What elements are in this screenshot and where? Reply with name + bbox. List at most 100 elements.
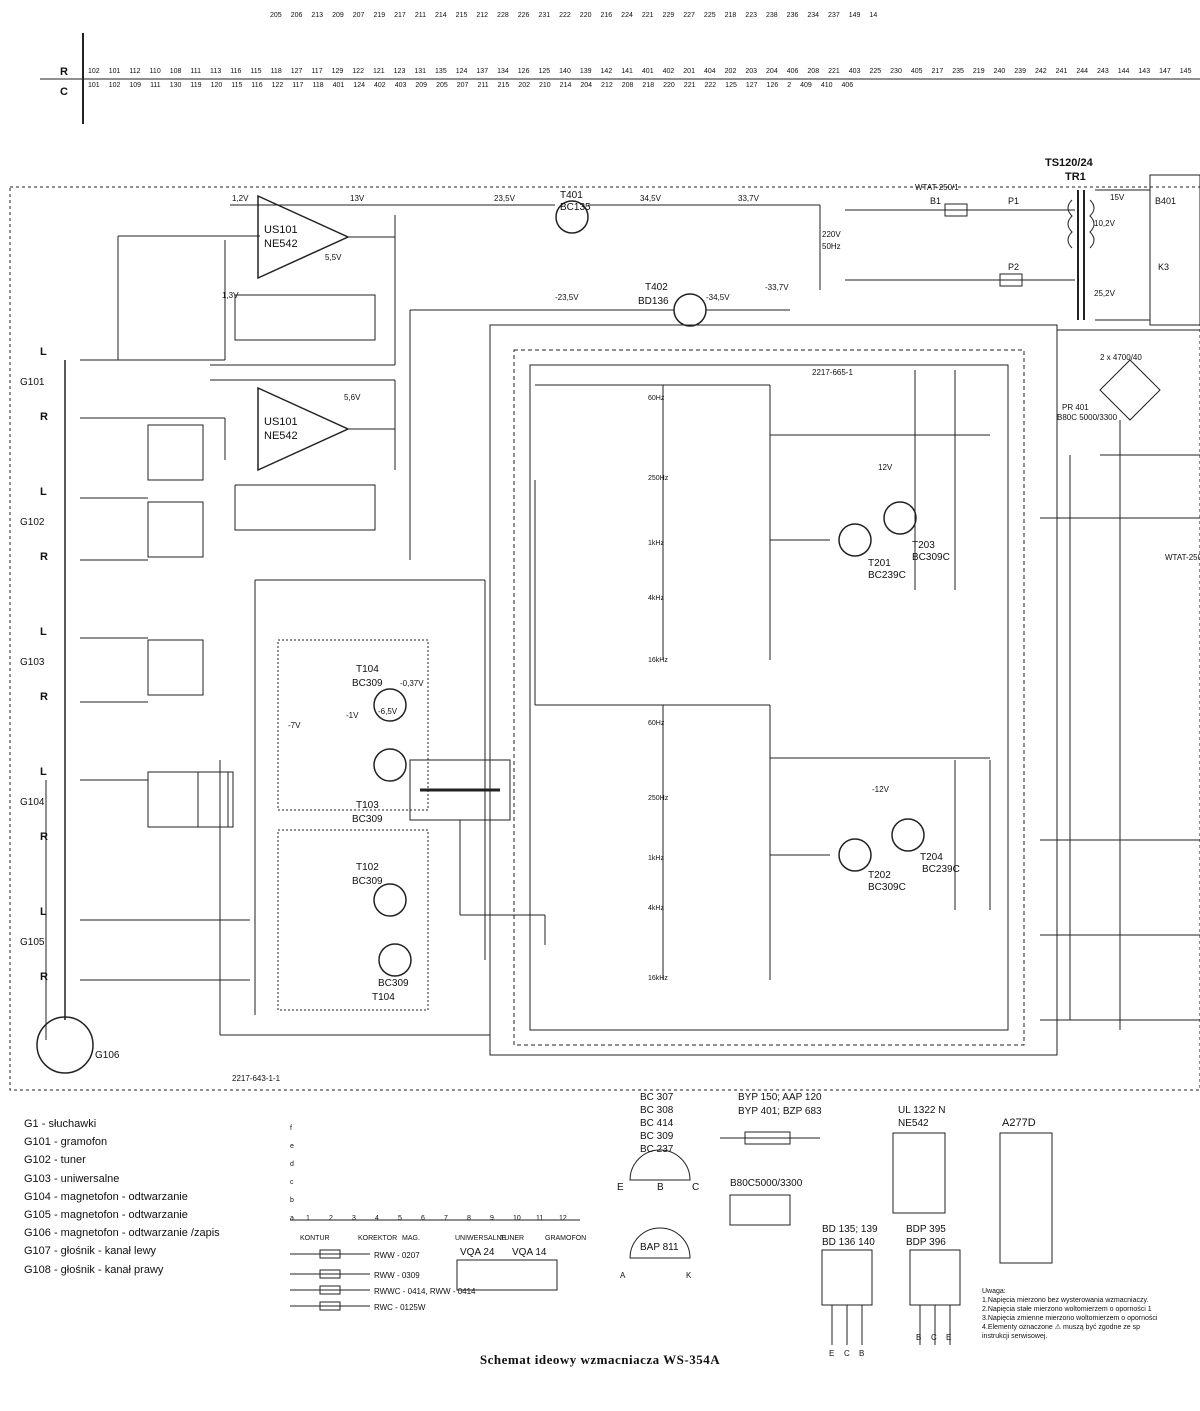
voltage-label: 15V — [1110, 193, 1125, 202]
input-switch-g104b — [197, 771, 229, 828]
ref-number: 406 — [841, 82, 854, 89]
eq-band-label: 1kHz — [648, 855, 664, 862]
ref-number: 212 — [601, 82, 613, 89]
ref-number: 224 — [621, 12, 633, 19]
voltage-label: 12V — [878, 463, 893, 472]
ref-number: 117 — [292, 82, 304, 89]
ref-number: 210 — [538, 82, 551, 89]
eq-band-label: 60Hz — [648, 720, 665, 727]
pin-label: C — [844, 1349, 850, 1358]
ref-number: 118 — [312, 82, 324, 89]
legend-entry: G101 - gramofon — [24, 1136, 108, 1149]
ref-table-row-label-r: R — [60, 66, 68, 78]
ref-number: 135 — [435, 68, 447, 75]
ref-number: 116 — [251, 82, 263, 89]
ref-number: 222 — [704, 82, 717, 89]
transistor-label: BC309 — [378, 978, 409, 989]
transistor-t103 — [373, 748, 407, 782]
ref-number: 126 — [766, 82, 779, 89]
ref-number: 120 — [210, 82, 223, 89]
fuse-p2 — [999, 273, 1023, 287]
eq-band-label: 4kHz — [648, 595, 664, 602]
pin-label: E — [946, 1333, 951, 1342]
ref-number: 143 — [1138, 68, 1151, 75]
ref-number: 205 — [436, 82, 448, 89]
main-board-frame — [9, 186, 1200, 1091]
ref-number: 108 — [169, 68, 182, 75]
ref-number: 406 — [786, 68, 799, 75]
ref-number: 217 — [394, 12, 406, 19]
input-connector-label: G104 — [20, 797, 45, 808]
ref-number: 404 — [703, 68, 716, 75]
ic-type: UL 1322 N — [898, 1105, 945, 1116]
preamp-stage-a — [277, 639, 429, 811]
eq-band-label: 16kHz — [648, 975, 668, 982]
ref-number: 237 — [828, 12, 840, 19]
ref-number: 111 — [190, 68, 202, 75]
ic-us101-a — [257, 194, 350, 280]
legend-entry: G102 - tuner — [24, 1154, 86, 1167]
ref-number: 225 — [869, 68, 882, 75]
ref-number: 117 — [311, 68, 323, 75]
transistor-label: BC135 — [560, 202, 591, 213]
voltage-label: 1,2V — [232, 194, 249, 203]
transistor-label: BC309C — [868, 882, 906, 893]
ref-number: 139 — [579, 68, 592, 75]
transformer-label: TR1 — [1065, 171, 1086, 183]
ic-label: US101 — [264, 224, 298, 236]
ref-number: 401 — [641, 68, 654, 75]
din-socket-g106 — [36, 1016, 94, 1074]
ref-number: 101 — [108, 68, 121, 75]
power-transistor-type: BDP 396 — [906, 1237, 946, 1248]
transistor-label: BC309 — [352, 814, 383, 825]
ref-number: 204 — [766, 68, 778, 75]
switch-label: KONTUR — [300, 1235, 330, 1242]
ref-number: 124 — [353, 82, 365, 89]
ref-number: 410 — [820, 82, 833, 89]
transistor-label: T103 — [356, 800, 379, 811]
tone-board-outer — [513, 349, 1025, 1046]
pin-label: B — [916, 1333, 921, 1342]
input-connector-label: G101 — [20, 377, 45, 388]
to92-outline — [629, 1149, 691, 1181]
input-switch-g104 — [147, 771, 234, 828]
channel-label: R — [40, 411, 48, 423]
switch-row-label: f — [290, 1125, 292, 1132]
ref-number: 204 — [580, 82, 593, 89]
bridge-type: B80C5000/3300 — [730, 1178, 803, 1189]
ref-number: 113 — [210, 68, 222, 75]
switch-label: GRAMOFON — [545, 1235, 586, 1242]
ref-number: 409 — [800, 82, 812, 89]
diode-type-label: VQA 14 — [512, 1247, 547, 1258]
ref-number: 125 — [538, 68, 551, 75]
switch-label: UNIWERSALNE — [455, 1235, 507, 1242]
fuse-label: B401 — [1155, 196, 1176, 206]
ref-number: 119 — [190, 82, 202, 89]
transformer-label: TS120/24 — [1045, 157, 1094, 169]
voltage-label: 1,3V — [222, 291, 239, 300]
legend-entry: G106 - magnetofon - odtwarzanie /zapis — [24, 1227, 220, 1240]
transistor-type: BC 237 — [640, 1144, 674, 1155]
ref-number: 230 — [890, 68, 902, 75]
voltage-label: -33,7V — [765, 283, 789, 292]
transistor-t201 — [838, 523, 872, 557]
ref-number: 2 — [787, 82, 792, 89]
ref-number: 112 — [129, 68, 141, 75]
transistor-label: BD136 — [638, 296, 669, 307]
ref-number: 242 — [1034, 68, 1047, 75]
notes-heading: Uwaga: — [982, 1288, 1006, 1295]
transistor-label: BC309 — [352, 678, 383, 689]
switch-number: 12 — [559, 1215, 567, 1222]
channel-label: R — [40, 551, 48, 563]
ref-number: 127 — [745, 82, 758, 89]
switch-label: TUNER — [500, 1235, 524, 1242]
ic-label: US101 — [264, 416, 298, 428]
pin-label: E — [829, 1349, 834, 1358]
ref-number: 130 — [169, 82, 182, 89]
ic-label: NE542 — [264, 238, 298, 250]
ref-number: 219 — [972, 68, 985, 75]
ref-number: 127 — [290, 68, 303, 75]
